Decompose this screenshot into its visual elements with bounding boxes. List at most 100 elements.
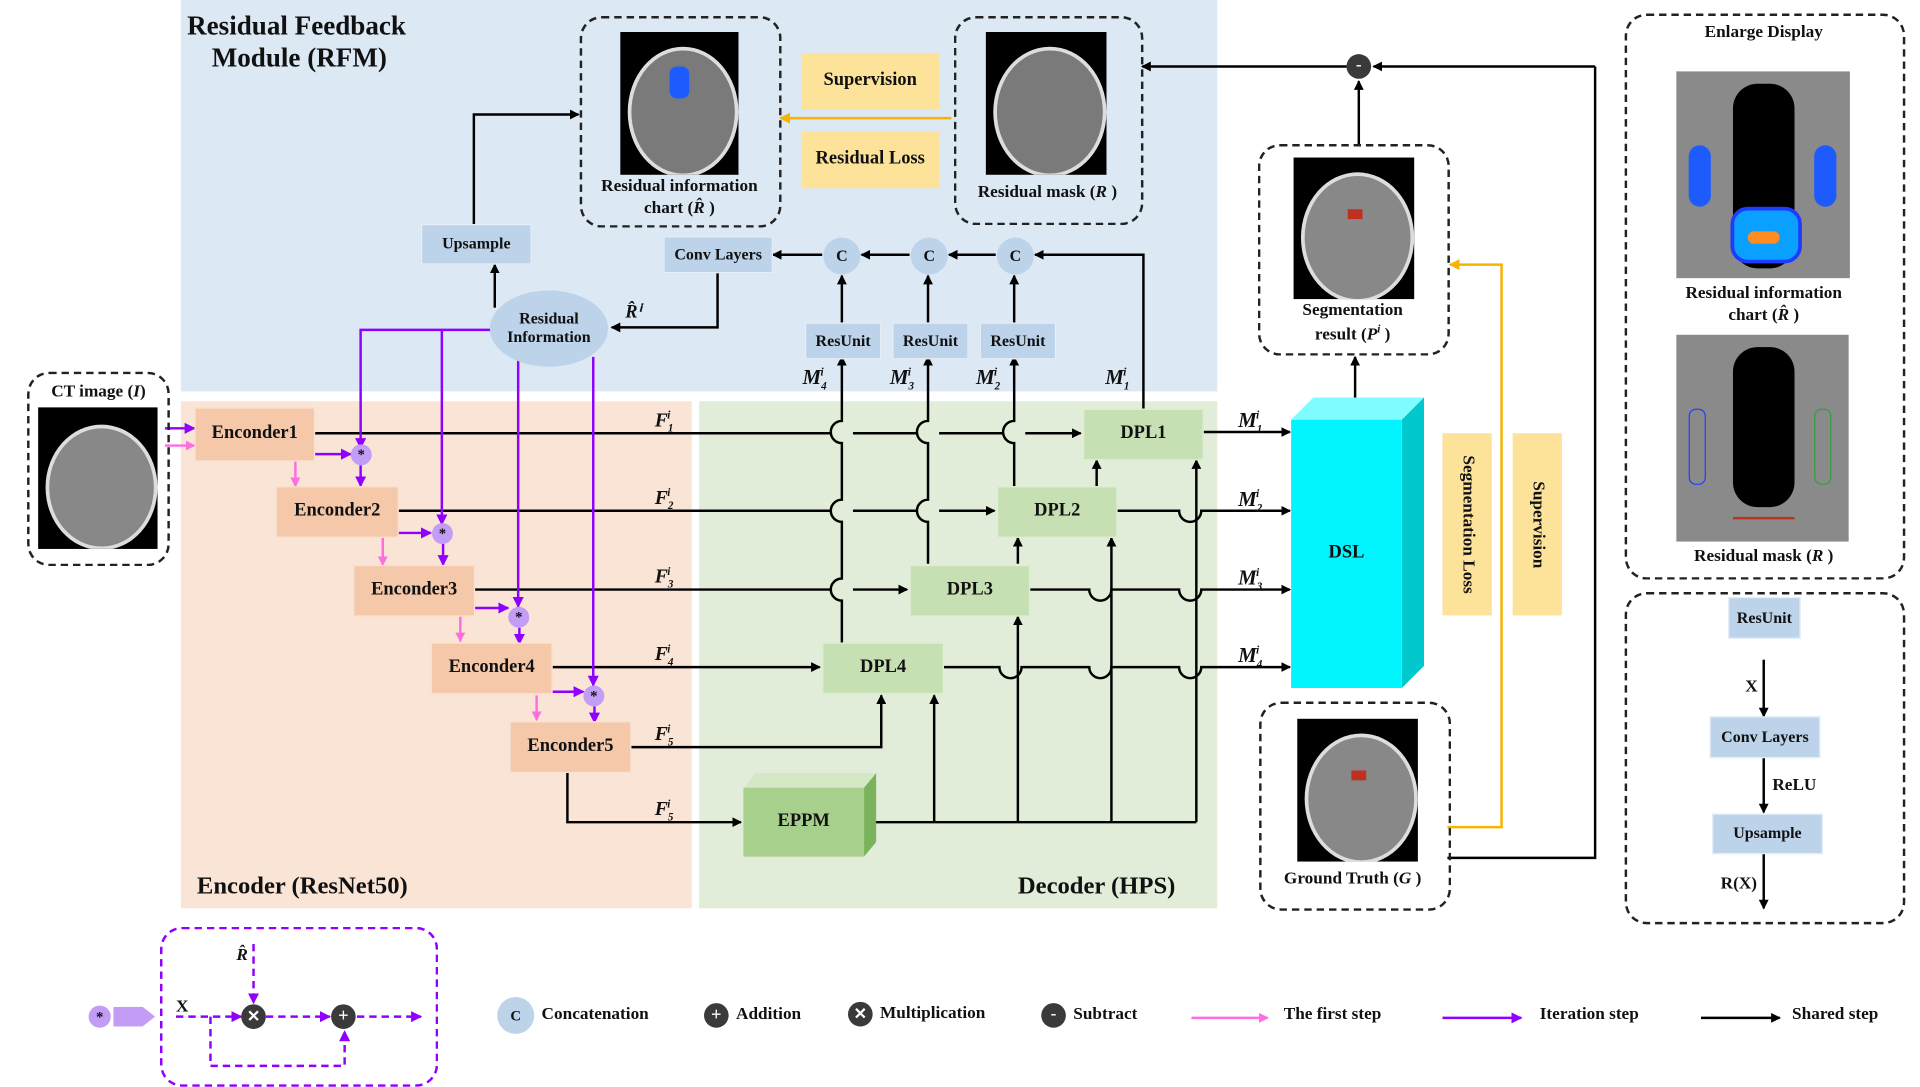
eppm-block: EPPM	[743, 773, 876, 857]
detail-relu-label: ReLU	[1772, 776, 1817, 796]
dpl1-to-concat3-arrow	[1033, 249, 1145, 409]
fusion-symbol-star: *	[88, 1005, 111, 1028]
addition-icon: +	[331, 1004, 356, 1029]
m3-arrow	[915, 355, 933, 564]
rfm-title: Residual Feedback Module (RFM)	[187, 10, 406, 75]
dpl-2: DPL2	[996, 486, 1118, 538]
fusion-detail-panel	[160, 926, 439, 1087]
residual-mask-panel	[953, 16, 1144, 226]
fusion-detail-lines	[176, 944, 423, 1068]
shared-step-lines	[315, 61, 1781, 1023]
f5-label: F5i	[654, 722, 674, 748]
m3-out	[1027, 584, 1292, 602]
segmentation-loss-box: Segmentation Loss	[1442, 433, 1492, 616]
r-hat-i-label: R̂ⁱ	[625, 302, 641, 323]
fusion-node-2: *	[432, 523, 453, 545]
multiplication-icon: ✕	[241, 1004, 266, 1029]
dpl-3: DPL3	[909, 564, 1031, 617]
concat-node-1: C	[823, 237, 861, 275]
m3-label: M3i	[889, 365, 915, 392]
subtract-node: -	[1346, 54, 1372, 79]
f2-label: F2i	[654, 486, 674, 512]
decoder-title: Decoder (HPS)	[1017, 872, 1176, 900]
resunit-box-1: ResUnit	[804, 322, 882, 360]
supervision-box: Supervision	[801, 52, 940, 110]
m2-arrow	[1001, 355, 1020, 487]
encoder-3: Enconder3	[353, 564, 476, 617]
legend-iteration-step: Iteration step	[1539, 1005, 1639, 1025]
encoder-2: Enconder2	[275, 486, 399, 538]
encoder-5: Enconder5	[509, 721, 632, 773]
fusion-node-3: *	[508, 606, 530, 628]
legend-first-step: The first step	[1283, 1005, 1382, 1025]
residual-chart-label: Residual information chart (R̂ )	[601, 177, 758, 219]
detail-conv-layers-box: Conv Layers	[1709, 716, 1821, 759]
encoder-1: Enconder1	[194, 407, 316, 462]
f4-label: F4i	[654, 642, 674, 668]
m2-out-label: M2i	[1238, 487, 1263, 514]
m1-label: M1i	[1105, 365, 1130, 392]
f5-line	[630, 694, 887, 749]
fusion-x-label: X	[176, 998, 189, 1017]
m4-arrow	[829, 355, 847, 643]
enlarge-mask-label: Residual mask (R )	[1694, 547, 1834, 567]
detail-x-label: X	[1745, 678, 1758, 697]
segmentation-result-image	[1293, 157, 1415, 300]
dpl-1: DPL1	[1083, 408, 1204, 461]
segmentation-result-panel	[1257, 144, 1450, 356]
f1-label: F1i	[654, 408, 674, 434]
conv-layers-box: Conv Layers	[663, 236, 773, 274]
concat-node-3: C	[996, 237, 1034, 275]
ct-image-panel	[27, 371, 170, 567]
iteration-step-lines	[164, 328, 1523, 1024]
dpl-4: DPL4	[822, 642, 945, 695]
conv-to-residual-arrow	[610, 268, 719, 333]
ct-image-label: CT image (I)	[51, 382, 146, 402]
supervision-vertical-box: Supervision	[1512, 433, 1562, 616]
legend-multiplication: ✕ Multiplication	[848, 1001, 985, 1027]
encoder-title: Encoder (ResNet50)	[196, 872, 408, 900]
enlarge-display-panel	[1624, 13, 1906, 580]
dsl-label: DSL	[1291, 419, 1402, 689]
resunit-box-3: ResUnit	[979, 322, 1057, 360]
m1-out-label: M1i	[1238, 408, 1263, 435]
enlarge-chart-label: Residual information chart (R̂ )	[1685, 284, 1843, 326]
multiplication-legend-icon: ✕	[848, 1001, 873, 1027]
concat-node-2: C	[910, 237, 948, 275]
upsample-box: Upsample	[420, 224, 532, 265]
rfm-title-line2: Module (RFM)	[211, 42, 387, 74]
rfm-title-line1: Residual Feedback	[187, 9, 406, 41]
f5-eppm-line	[566, 771, 743, 828]
ct-image	[38, 407, 158, 549]
ground-truth-panel	[1259, 701, 1452, 911]
residual-information-node: Residual Information	[489, 290, 609, 367]
m4-out	[942, 662, 1292, 680]
detail-resunit-box: ResUnit	[1728, 596, 1801, 639]
residual-chart-panel	[579, 16, 782, 228]
enlarge-display-title: Enlarge Display	[1704, 23, 1823, 42]
fusion-node-4: *	[583, 685, 605, 707]
first-step-lines	[164, 440, 1269, 1023]
enlarge-chart-image	[1676, 71, 1850, 279]
addition-legend-icon: +	[704, 1003, 729, 1028]
upsample-to-chart-arrow	[472, 109, 580, 225]
f5-eppm-label: F5i	[654, 797, 674, 823]
legend-subtract: - Subtract	[1041, 1003, 1137, 1028]
f3-label: F3i	[654, 564, 674, 591]
m2-label: M2i	[976, 365, 1001, 392]
fusion-node-1: *	[350, 444, 372, 466]
encoder-4: Enconder4	[430, 642, 553, 695]
fusion-symbol-pointer	[113, 1006, 156, 1027]
enlarge-mask-image	[1676, 334, 1849, 542]
detail-upsample-box: Upsample	[1712, 813, 1823, 855]
legend-addition: + Addition	[704, 1003, 801, 1028]
resunit-box-2: ResUnit	[892, 322, 969, 360]
m2-out	[1116, 505, 1292, 524]
resunit-detail-panel	[1624, 592, 1906, 925]
residual-loss-box: Residual Loss	[801, 131, 940, 189]
m4-label: M4i	[802, 365, 827, 392]
legend-concatenation: C Concatenation	[497, 996, 649, 1034]
m4-out-label: M4i	[1238, 643, 1263, 671]
segmentation-result-label: Segmentation result (Pi )	[1302, 301, 1403, 345]
